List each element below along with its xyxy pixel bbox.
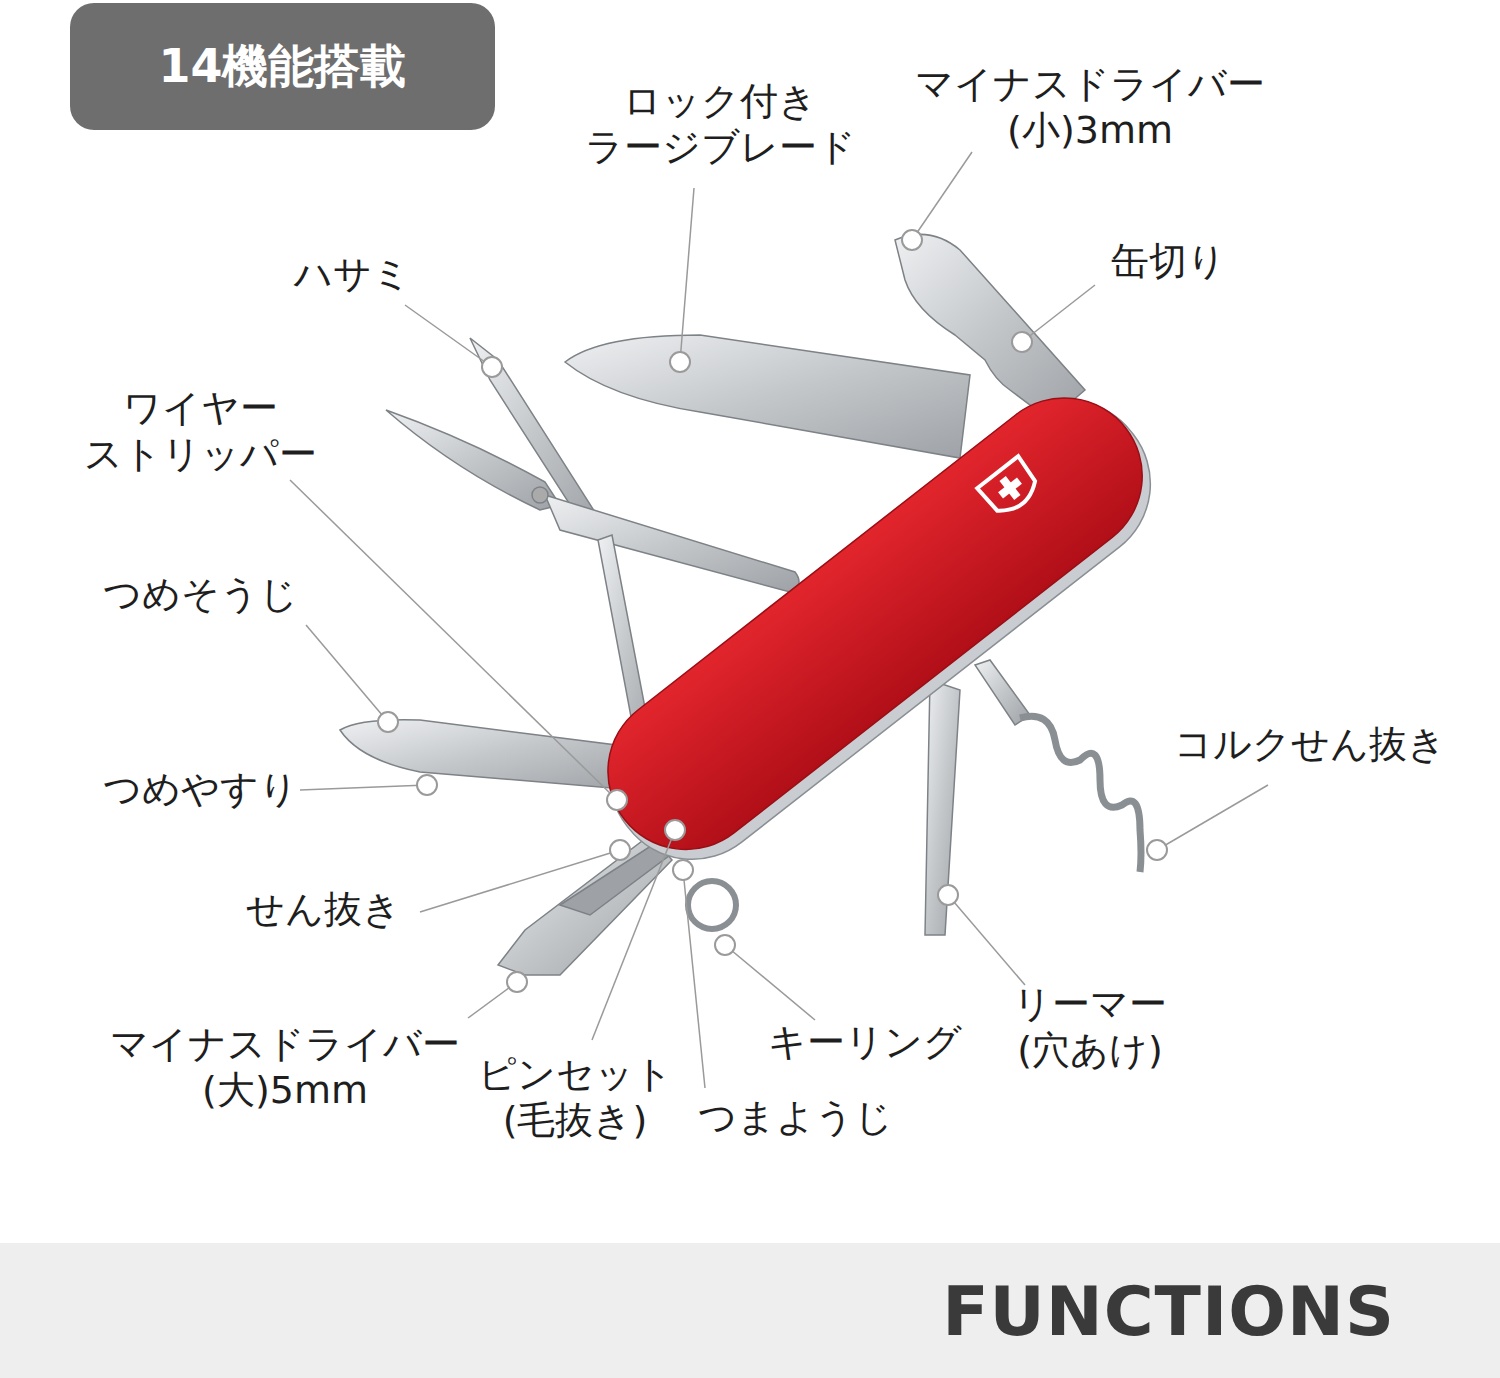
title-badge: 14機能搭載: [70, 3, 495, 130]
bottle-opener: [560, 840, 670, 915]
part-label: ハサミ: [294, 252, 411, 298]
large-blade: [565, 335, 970, 458]
part-label: ロック付き ラージブレード: [585, 79, 856, 170]
key-ring: [688, 881, 736, 929]
leader-lines: [290, 152, 1268, 1088]
corkscrew: [1020, 716, 1141, 872]
reamer: [925, 680, 960, 935]
part-label: つめそうじ: [103, 572, 298, 618]
tools: [340, 234, 1183, 975]
footer-band: FUNCTIONS: [0, 1243, 1500, 1378]
knife-handle: [576, 366, 1173, 880]
part-label: キーリング: [768, 1020, 962, 1066]
part-label: ワイヤー ストリッパー: [84, 386, 317, 477]
part-label: 缶切り: [1111, 239, 1226, 285]
scissors: [386, 410, 560, 510]
part-label: せん抜き: [246, 887, 401, 933]
footer-text: FUNCTIONS: [942, 1271, 1395, 1350]
can-opener: [895, 234, 1085, 420]
title-text: 14機能搭載: [158, 36, 406, 98]
part-label: つまようじ: [698, 1095, 893, 1141]
callout-dots: [378, 230, 1167, 992]
scissors-spring: [545, 495, 799, 592]
part-label: コルクせん抜き: [1174, 722, 1446, 768]
part-label: つめやすり: [103, 767, 298, 813]
part-label: ピンセット (毛抜き): [478, 1052, 673, 1143]
logo-shield: [977, 456, 1043, 520]
part-label: マイナスドライバー (大)5mm: [110, 1022, 460, 1113]
part-label: マイナスドライバー (小)3mm: [915, 62, 1265, 153]
part-label: リーマー (穴あけ): [1013, 982, 1167, 1073]
